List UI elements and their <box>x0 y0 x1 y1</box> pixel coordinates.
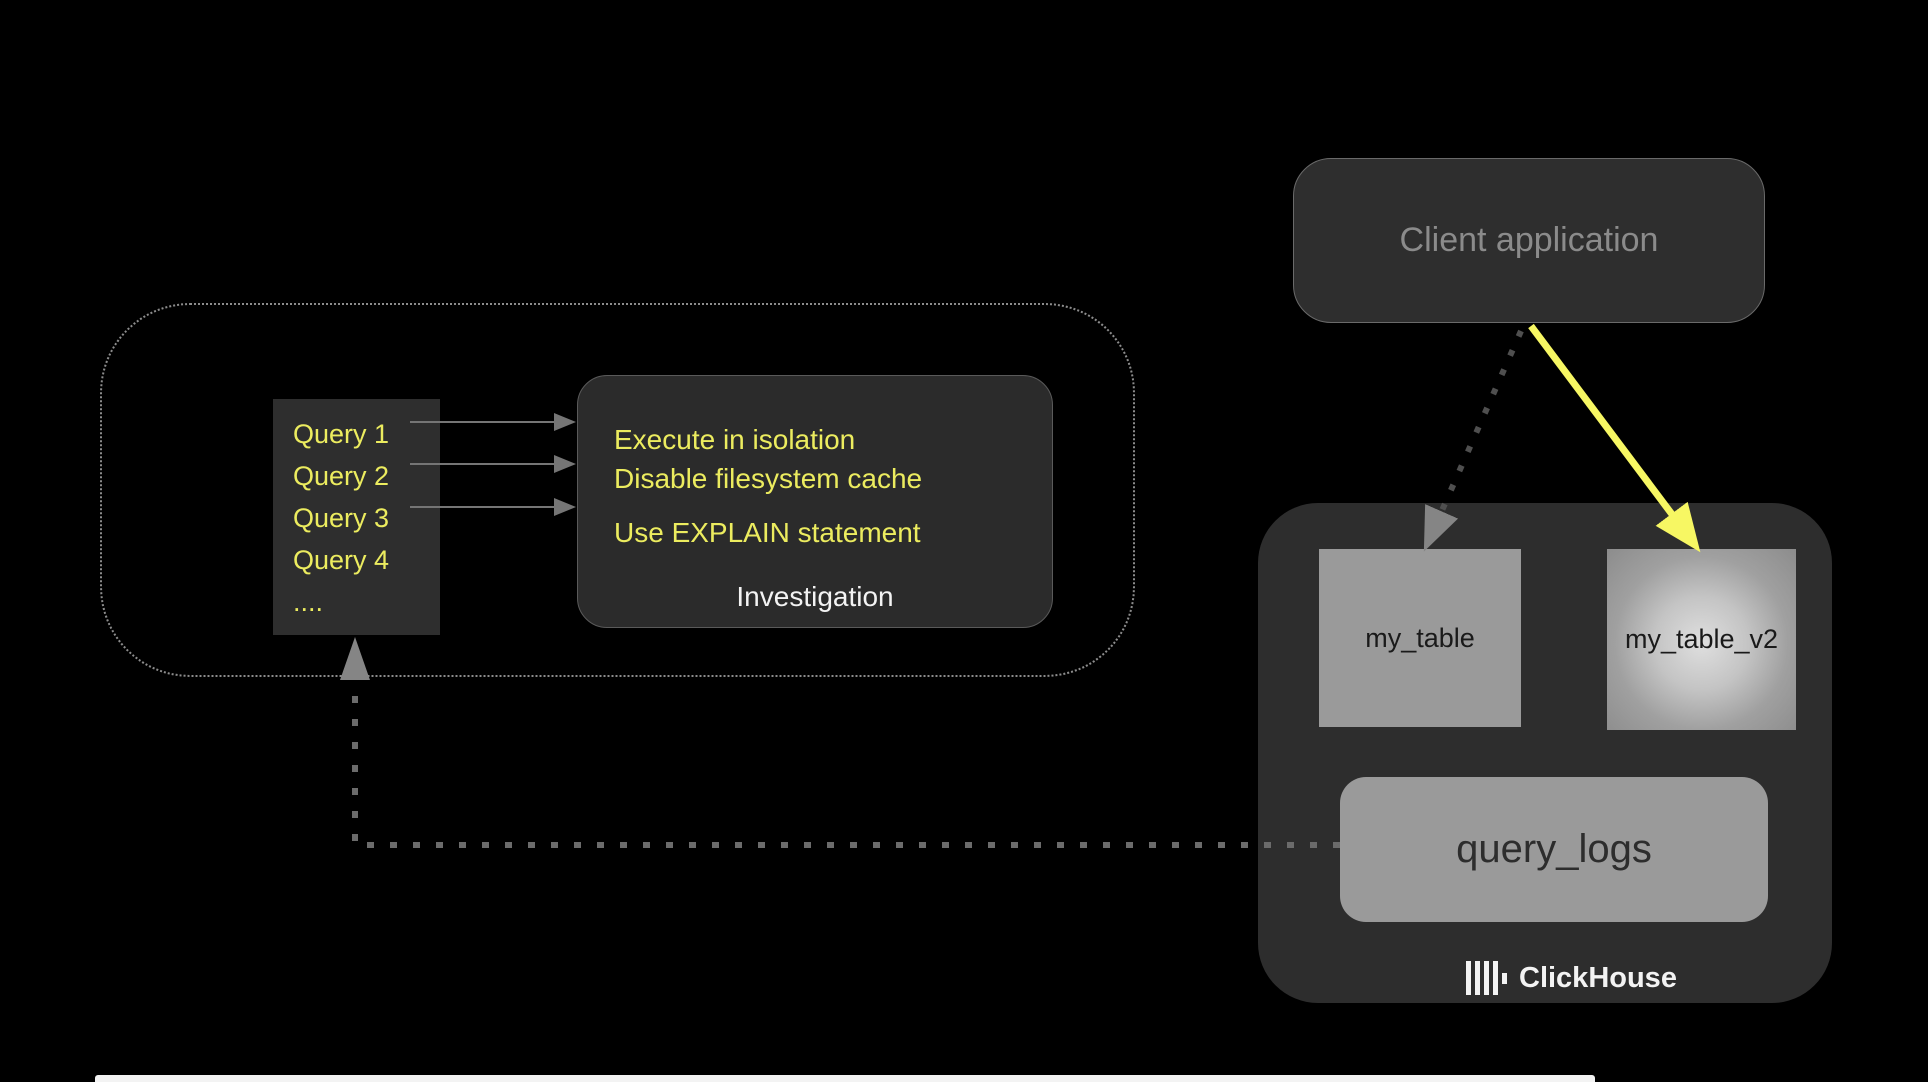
my-table-v2-node: my_table_v2 <box>1607 549 1796 730</box>
query-logs-node: query_logs <box>1340 777 1768 922</box>
investigation-tips: Execute in isolation Disable filesystem … <box>578 376 1052 552</box>
query-logs-label: query_logs <box>1456 827 1652 871</box>
query-list-panel: Query 1 Query 2 Query 3 Query 4 .... <box>273 399 440 635</box>
clickhouse-brand: ClickHouse <box>1466 961 1677 995</box>
client-application-label: Client application <box>1399 221 1659 259</box>
investigation-caption: Investigation <box>736 581 894 612</box>
query-logs-feedback-path <box>352 688 1340 848</box>
client-application-node: Client application <box>1293 158 1765 323</box>
clickhouse-logo-icon <box>1466 961 1507 995</box>
client-to-my-table-v2-arrow <box>1528 323 1701 553</box>
investigation-node: Execute in isolation Disable filesystem … <box>577 375 1053 628</box>
clickhouse-brand-label: ClickHouse <box>1519 961 1677 994</box>
bottom-edge-artifact <box>95 1075 1595 1082</box>
investigation-tip: Execute in isolation <box>614 424 856 455</box>
list-item-ellipsis: .... <box>293 587 324 617</box>
my-table-node: my_table <box>1319 549 1521 727</box>
investigation-tip: Disable filesystem cache <box>614 463 923 494</box>
list-item: Query 2 <box>293 461 390 491</box>
investigation-tip: Use EXPLAIN statement <box>614 517 921 548</box>
list-item: Query 1 <box>293 419 390 449</box>
clickhouse-container: my_table my_table_v2 query_logs ClickHou… <box>1258 503 1832 1003</box>
list-item: Query 4 <box>293 545 390 575</box>
my-table-v2-label: my_table_v2 <box>1624 624 1779 654</box>
my-table-label: my_table <box>1365 622 1475 653</box>
investigation-group-outline <box>100 303 1135 677</box>
list-item: Query 3 <box>293 503 390 533</box>
client-to-my-table-dotted-arrow <box>1423 329 1524 552</box>
